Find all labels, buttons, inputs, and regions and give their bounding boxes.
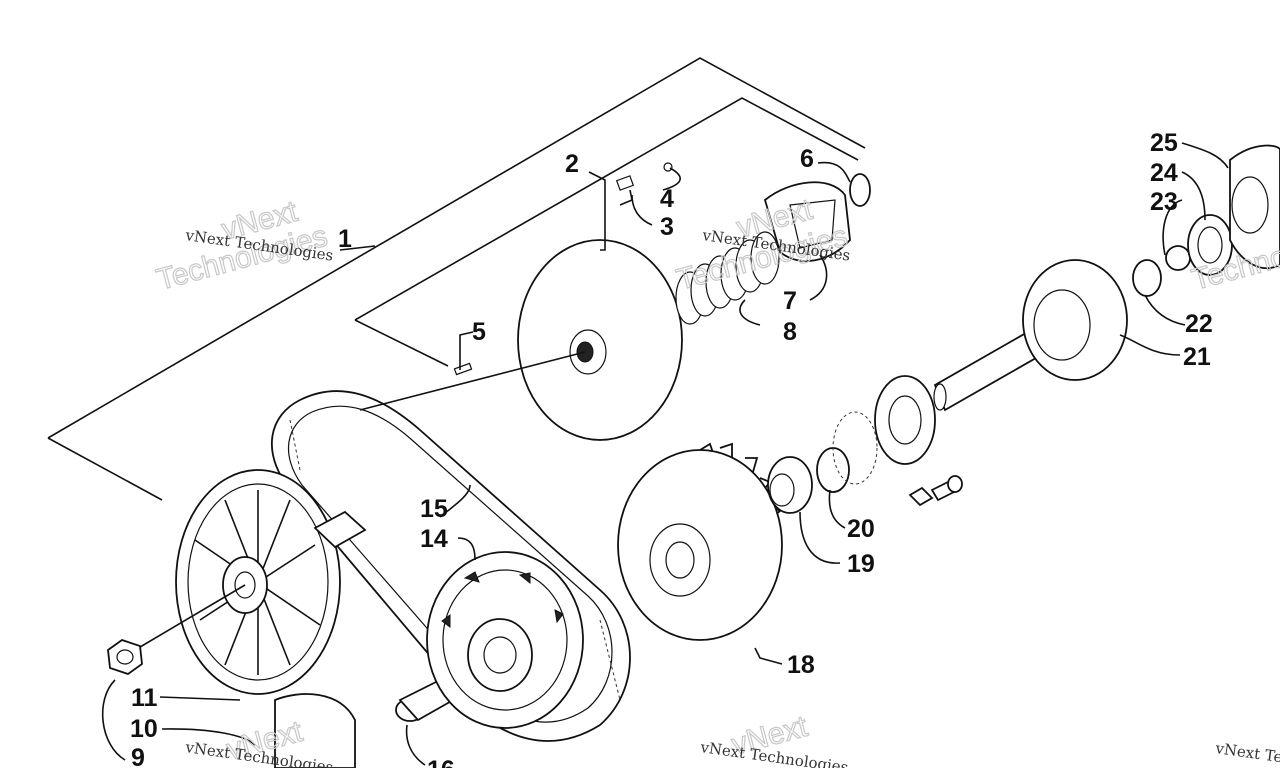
cam-and-ring	[763, 173, 871, 262]
callout-25: 25	[1150, 129, 1178, 157]
drive-clutch-assembly	[426, 551, 584, 729]
bearing-gear-stack	[1132, 144, 1280, 297]
callout-24: 24	[1150, 159, 1178, 187]
callout-18: 18	[787, 651, 815, 679]
callout-16: 16	[427, 756, 455, 768]
watermark-bottom-center: vNext vNext Technologies	[698, 709, 849, 768]
callout-3: 3	[660, 213, 674, 241]
callout-2: 2	[565, 150, 579, 178]
watermark-top-left: vNext Technologies vNext Technologies	[153, 194, 335, 297]
small-hardware	[453, 162, 673, 376]
nut-and-washers	[107, 639, 356, 768]
fixed-sheave	[617, 442, 783, 641]
callout-5: 5	[472, 318, 486, 346]
callout-9: 9	[131, 744, 145, 768]
callout-23: 23	[1150, 188, 1178, 216]
callout-21: 21	[1183, 343, 1211, 371]
watermark-bottom-right: vNext Technologies	[1213, 739, 1280, 768]
callout-20: 20	[847, 515, 875, 543]
assembly-bracket	[47, 57, 866, 501]
callout-8: 8	[783, 318, 797, 346]
callout-11: 11	[131, 684, 158, 712]
callout-22: 22	[1185, 310, 1213, 338]
watermark-line: vNext Technologies	[1213, 739, 1280, 768]
output-shaft-housing	[933, 259, 1128, 412]
callout-4: 4	[660, 185, 674, 213]
spacer-and-ring	[767, 375, 936, 514]
callout-numbers: 1 2 3 4 5 6 7 8 9 10 11 14 15 16 18 19 2…	[130, 129, 1213, 768]
callout-10: 10	[130, 715, 158, 743]
movable-sheave	[359, 239, 683, 441]
callout-1: 1	[338, 225, 352, 253]
watermark-top-center: vNext Technologies vNext Technologies	[673, 192, 852, 297]
callout-6: 6	[800, 145, 814, 173]
bolt-and-nut	[908, 475, 963, 507]
callout-7: 7	[783, 287, 797, 315]
leader-lines	[101, 142, 1229, 766]
callout-15: 15	[420, 495, 448, 523]
spring	[675, 231, 780, 325]
callout-14: 14	[420, 525, 448, 553]
driven-clutch-sheave	[134, 469, 341, 695]
callout-19: 19	[847, 550, 875, 578]
